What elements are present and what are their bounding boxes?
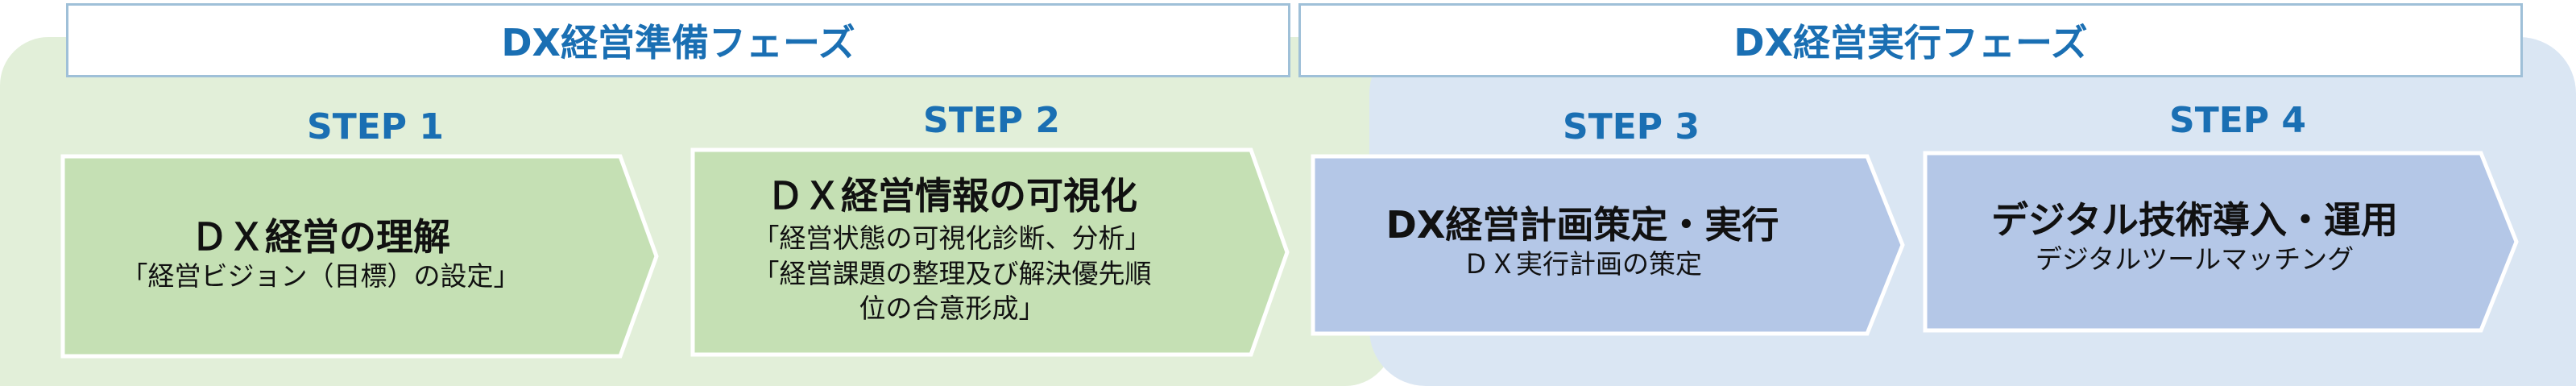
step-3-label: STEP 3 [1563,106,1700,147]
step-1-label: STEP 1 [307,106,444,147]
step-2-label: STEP 2 [923,100,1060,141]
step-3-card: DX経営計画策定・実行 ＤＸ実行計画の策定 [1315,158,1850,327]
step-4-label: STEP 4 [2169,100,2306,141]
step-2-title: ＤＸ経営情報の可視化 [767,174,1137,218]
step-3-title: DX経営計画策定・実行 [1385,202,1779,247]
step-1-subtitle: 「経営ビジョン（目標）の設定」 [121,259,520,292]
step-1-arrow [60,154,659,359]
execution-phase-header: DX経営実行フェーズ [1298,3,2523,77]
step-1-title: ＤＸ経営の理解 [191,214,450,259]
step-2-subtitle-line-2: 「経営課題の整理及び解決優先順 [752,257,1152,289]
step-2-subtitle-line-1: 「経営状態の可視化診断、分析」 [752,222,1152,255]
step-2-card: ＤＸ経営情報の可視化 「経営状態の可視化診断、分析」 「経営課題の整理及び解決優… [694,150,1210,351]
step-2-arrow [690,147,1290,357]
step-3-arrow [1311,154,1905,336]
step-4-title: デジタル技術導入・運用 [1990,197,2399,242]
step-1-card: ＤＸ経営の理解 「経営ビジョン（目標）の設定」 [63,158,578,351]
preparation-phase-header: DX経営準備フェーズ [66,3,1290,77]
step-4-arrow [1923,151,2519,333]
step-4-card: デジタル技術導入・運用 デジタルツールマッチング [1927,153,2462,322]
step-4-subtitle: デジタルツールマッチング [2035,243,2354,275]
step-3-subtitle: ＤＸ実行計画の策定 [1463,247,1702,280]
step-2-subtitle-line-3: 位の合意形成」 [859,293,1046,325]
